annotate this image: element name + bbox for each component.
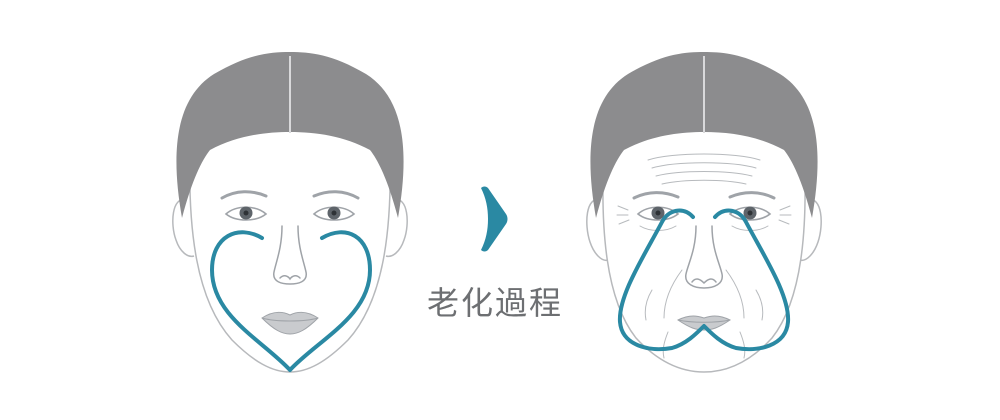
young-right-eyebrow bbox=[312, 190, 360, 200]
young-left-eyebrow bbox=[220, 190, 268, 200]
aged-face-illustration bbox=[586, 52, 822, 373]
young-hair bbox=[176, 52, 404, 218]
young-face-illustration bbox=[172, 52, 408, 373]
play-arrow-icon bbox=[481, 186, 508, 252]
aged-hair bbox=[590, 52, 818, 218]
aged-right-eyebrow bbox=[728, 191, 776, 200]
aged-left-eyebrow bbox=[632, 191, 680, 200]
aging-process-caption: 老化過程 bbox=[426, 284, 563, 322]
aged-nose bbox=[685, 225, 723, 289]
young-face-contour bbox=[210, 230, 372, 372]
young-left-ear bbox=[172, 199, 195, 258]
young-face-outline bbox=[188, 149, 392, 373]
aged-face-outline bbox=[602, 149, 806, 373]
aged-nasolabial-lines bbox=[644, 269, 764, 359]
aged-left-ear bbox=[586, 199, 609, 262]
aged-face-contour bbox=[617, 208, 791, 352]
young-nose bbox=[273, 225, 307, 285]
young-right-ear bbox=[385, 199, 408, 258]
aged-right-ear bbox=[799, 199, 822, 262]
aged-forehead-wrinkles bbox=[647, 153, 761, 185]
